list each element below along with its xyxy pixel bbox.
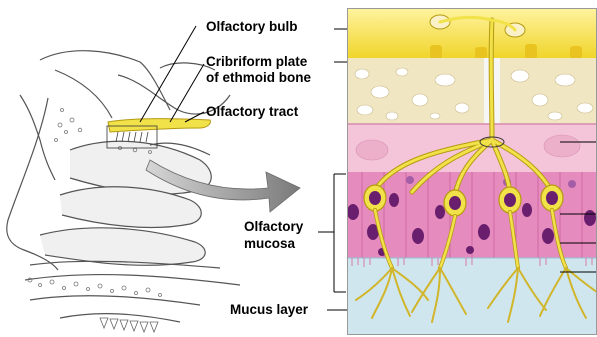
label-olfactory-bulb: Olfactory bulb (206, 19, 298, 34)
teeth (100, 318, 158, 332)
label-olfactory-tract: Olfactory tract (206, 104, 298, 119)
label-mucus-layer: Mucus layer (230, 302, 308, 317)
magnified-panel (347, 8, 597, 335)
label-cribriform-plate-line2: of ethmoid bone (206, 70, 311, 85)
label-olfactory-mucosa-line1: Olfactory (244, 219, 303, 234)
label-cribriform-plate-line1: Cribriform plate (206, 54, 307, 69)
label-olfactory-mucosa-line2: mucosa (244, 236, 295, 251)
